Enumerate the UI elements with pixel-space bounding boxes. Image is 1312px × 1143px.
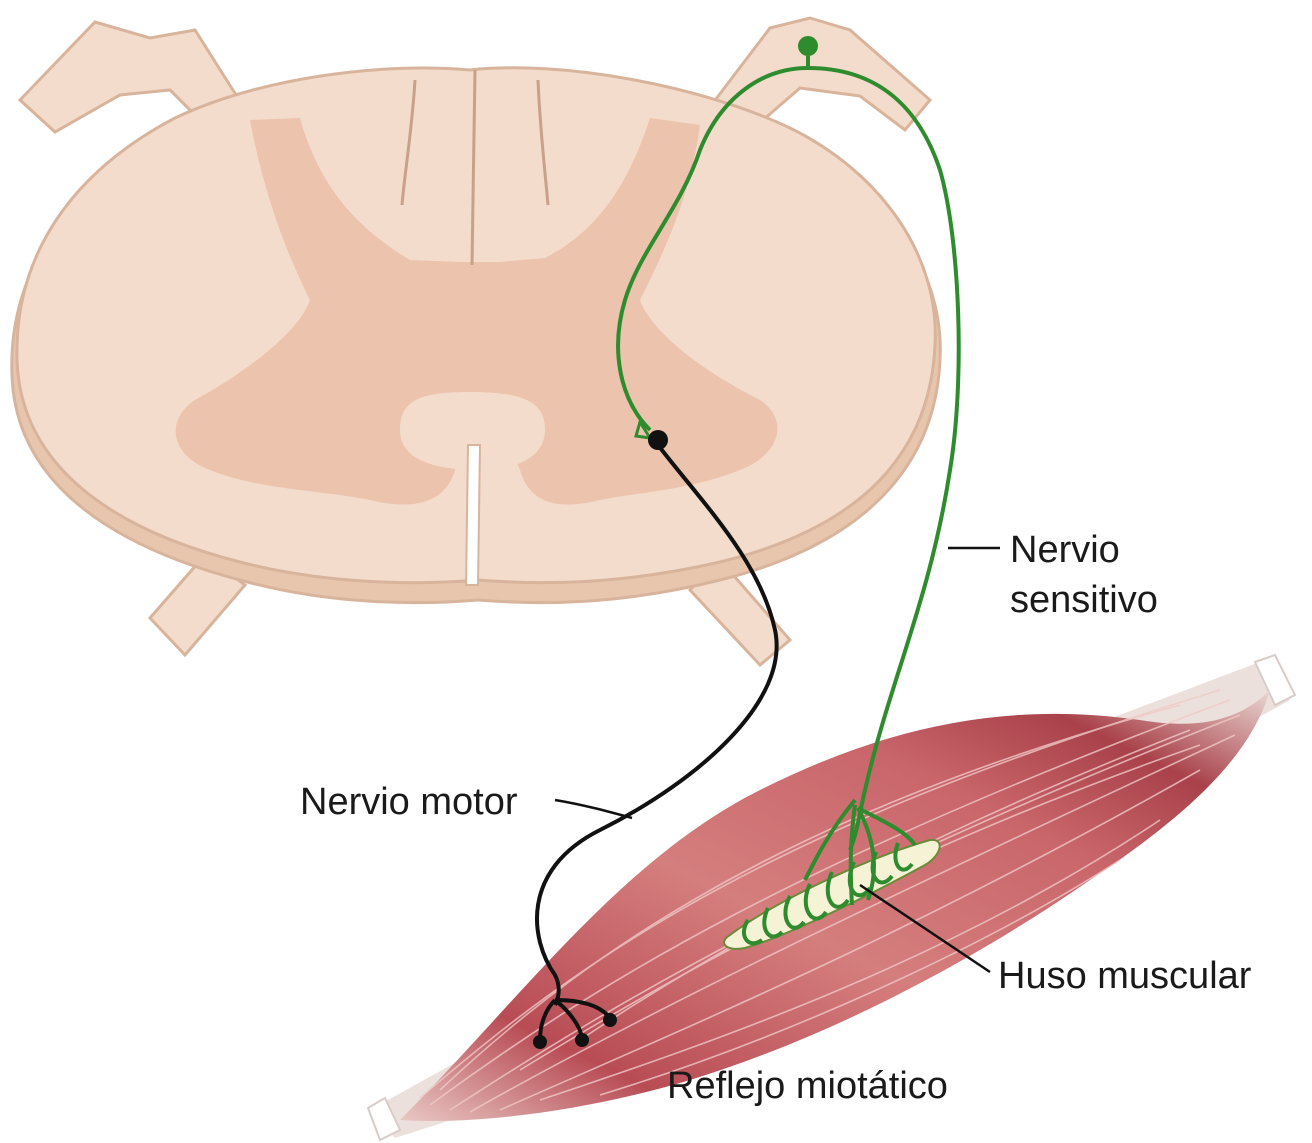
diagram-caption: Reflejo miotático — [667, 1065, 948, 1107]
sensory-nerve-label-line2: sensitivo — [1010, 579, 1158, 621]
motor-endplate-2 — [575, 1033, 589, 1047]
sensory-nerve-label-line1: Nervio — [1010, 529, 1120, 571]
sensory-ganglion-cell — [798, 36, 818, 56]
muscle-spindle-label: Huso muscular — [998, 955, 1252, 997]
spinal-cord — [12, 18, 940, 665]
ventral-fissure — [466, 445, 480, 585]
motor-endplate-3 — [603, 1013, 617, 1027]
motor-endplate-1 — [533, 1035, 547, 1049]
leader-motor-nerve — [555, 800, 632, 818]
motor-nerve-label: Nervio motor — [300, 781, 518, 823]
